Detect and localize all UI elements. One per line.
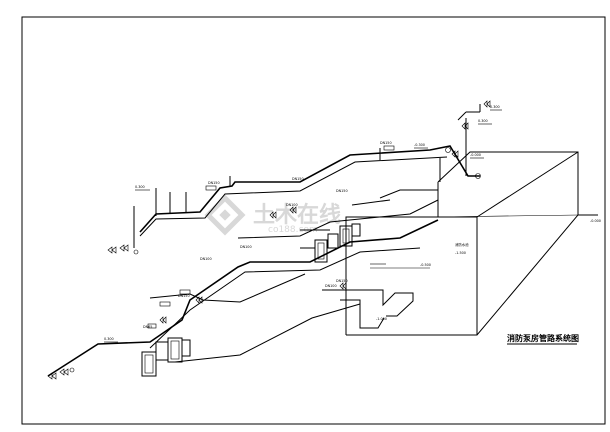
fire-water-tank: 消防水池 -1.500 -0.000 [345,151,601,336]
pipe-size-label: DN100 [286,203,298,207]
pump-group-lower [141,337,191,377]
pipe-size-label: DN150 [380,141,392,145]
pipe-size-label: DN100 [200,257,212,261]
pipe-label: DN100 [325,284,337,288]
pipe-label: -0.500 [420,263,431,267]
elev-label: 0.300 [478,119,488,123]
watermark: 土木在线 co188.com [204,194,341,236]
elev-label: -0.000 [470,153,481,157]
sheet-border [21,16,606,425]
leaders [104,109,502,343]
pump [167,337,183,363]
tank-level-label: -1.500 [455,251,466,255]
pipe-size-label: DN150 [292,177,304,181]
tank-label: 消防水池 [455,242,469,247]
pump [141,351,157,377]
elev-label: -0.300 [414,143,425,147]
main-pipes [47,145,480,377]
drawing-title: 消防泵房管路系统图 [507,333,579,343]
watermark-sub: co188.com [268,225,318,235]
elev-label: 0.300 [104,337,114,341]
pipe-size-label: DN150 [336,279,348,283]
pipe-size-label: DN150 [336,189,348,193]
elev-label: 0.300 [135,185,145,189]
pipe-size-label: DN100 [240,245,252,249]
pipe-size-label: DN150 [178,294,190,298]
valves [47,100,491,380]
elev-label: 0.300 [490,105,500,109]
gauge-icon [445,147,451,153]
pipe-size-label: DN150 [208,181,220,185]
pump-group-upper [300,223,361,263]
pipe-size-label: DN65 [143,325,152,329]
gauge-icon [69,367,75,373]
annotations: 0.300 0.300 0.300 -0.000 -0.300 0.300 DN… [104,105,500,341]
pipe-label: -1.000 [376,317,387,321]
suction-pipes: -0.500 -1.000 DN100 [322,263,431,329]
overflow-label: -0.000 [590,219,601,223]
risers [133,104,481,248]
gauge-icon [133,249,139,255]
gauge-icon [475,173,481,179]
pump [314,239,328,263]
